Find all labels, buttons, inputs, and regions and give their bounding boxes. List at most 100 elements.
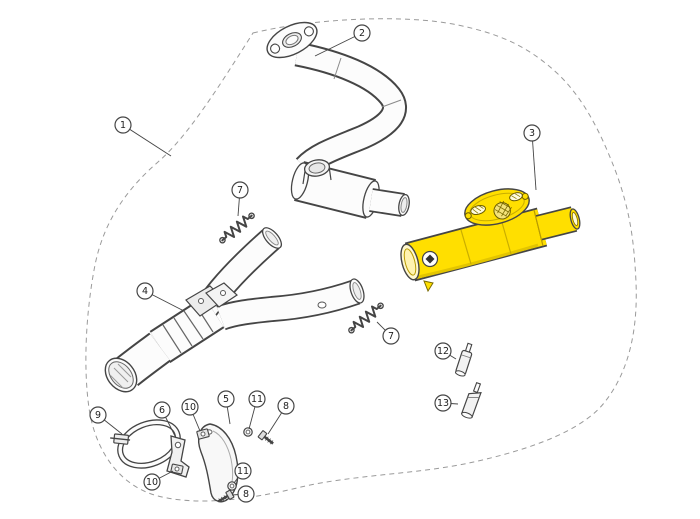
part-washer-bottom [227, 481, 237, 491]
callout-10[interactable]: 10 [143, 470, 174, 491]
hatch-line [494, 209, 507, 217]
hatch-line [505, 207, 512, 217]
clamp-screw [110, 437, 131, 441]
clamp-screw-housing [110, 433, 131, 445]
bolt-thread [269, 440, 274, 445]
spring-hook-boss [317, 301, 327, 309]
part-band-clamp [110, 419, 181, 469]
link-pipe-flange [464, 188, 530, 226]
kit-boundary-outline [85, 18, 637, 502]
bolt-thread [223, 495, 227, 500]
callout-bubble[interactable] [153, 401, 171, 419]
callout-bubble[interactable] [277, 397, 295, 415]
callout-bubble[interactable] [248, 390, 266, 408]
callout-bubble[interactable] [231, 181, 249, 199]
plug-base [461, 411, 473, 419]
hatch-line [109, 374, 124, 389]
callout-bubble[interactable] [523, 124, 541, 142]
callout-11[interactable]: 11 [248, 390, 266, 430]
hatch-line [475, 206, 482, 212]
heat-shield-body [198, 423, 239, 503]
weld-seam [500, 218, 512, 255]
nozzle-tip-inner [571, 211, 579, 227]
part-header-pipe [266, 21, 410, 219]
callout-3[interactable]: 3 [523, 124, 541, 191]
part-spring-upper [219, 212, 255, 244]
hatch-line [472, 209, 479, 214]
bolt-thread [221, 496, 225, 502]
callout-bubble[interactable] [136, 282, 154, 300]
hatch-line [511, 195, 517, 200]
boss-side-line [302, 170, 306, 185]
part-washer-top [243, 427, 253, 437]
hatch-line [117, 363, 132, 378]
callout-7[interactable]: 7 [231, 181, 249, 217]
weld-seam [333, 57, 342, 80]
spring-hook [348, 326, 355, 334]
washer-hole [245, 429, 251, 435]
bracket-hole [174, 441, 182, 449]
bolt-thread [265, 436, 269, 441]
shield-clip-top [196, 428, 210, 440]
callout-bubble[interactable] [353, 24, 371, 42]
callout-11[interactable]: 11 [233, 462, 252, 484]
callout-7[interactable]: 7 [376, 321, 400, 345]
callout-bubble[interactable] [237, 485, 255, 503]
callout-leader-line [531, 132, 537, 191]
flange-bolt-hole [270, 43, 281, 54]
header-inlet-flange [266, 21, 318, 59]
pipe-b-surface [216, 281, 360, 329]
callout-bubble[interactable] [114, 116, 132, 134]
callout-bubble[interactable] [143, 473, 161, 491]
sensor-boss-opening [308, 162, 326, 174]
callout-bubble[interactable] [181, 398, 199, 416]
bolt-thread [218, 498, 222, 503]
callout-bubble[interactable] [434, 394, 452, 412]
callout-bubble[interactable] [382, 327, 400, 345]
plug-band [460, 354, 471, 359]
part-plug-12 [454, 342, 473, 377]
stub-mouth-inner [400, 197, 408, 213]
plug-tip [472, 381, 482, 394]
callout-bubble[interactable] [89, 406, 107, 424]
callout-bubble[interactable] [434, 342, 452, 360]
callout-1[interactable]: 1 [114, 116, 172, 157]
weld-seam [381, 99, 402, 108]
plug-band [467, 397, 480, 398]
brand-emblem-glyph [425, 254, 435, 264]
callout-13[interactable]: 13 [434, 394, 459, 412]
step-seam [533, 209, 544, 247]
shield-clip-bottom [170, 463, 184, 475]
callout-5[interactable]: 5 [217, 390, 235, 425]
callout-bubble[interactable] [217, 390, 235, 408]
plug-base [454, 370, 466, 377]
part-bolt-bottom [217, 489, 235, 503]
stub-surface [369, 189, 405, 216]
collector-surface [150, 297, 224, 362]
bottom-shade [417, 243, 539, 279]
part-link-pipe-highlighted [400, 188, 581, 293]
part-spring-lower [348, 302, 384, 334]
callout-bubble[interactable] [234, 462, 252, 480]
collector-ridge [173, 317, 193, 347]
spring-hook [377, 302, 384, 310]
flange-port-inner [285, 34, 299, 46]
part-bolt-top [257, 430, 274, 445]
weld-seam [460, 229, 472, 265]
pipe-a-mouth-inner [265, 230, 279, 246]
callout-12[interactable]: 12 [434, 342, 457, 360]
hatch-line [501, 203, 509, 217]
callout-9[interactable]: 9 [89, 406, 123, 435]
pipe-b-mouth-inner [352, 282, 362, 300]
part-plug-13 [460, 381, 482, 419]
callout-4[interactable]: 4 [136, 282, 185, 312]
callout-10[interactable]: 10 [181, 398, 201, 432]
flange-slot [509, 192, 523, 202]
header-pipe-surface [294, 43, 405, 175]
spring-coil [221, 214, 253, 242]
clamp-band-surface [118, 420, 180, 468]
callout-8[interactable]: 8 [267, 397, 295, 435]
washer-hole [229, 483, 235, 489]
